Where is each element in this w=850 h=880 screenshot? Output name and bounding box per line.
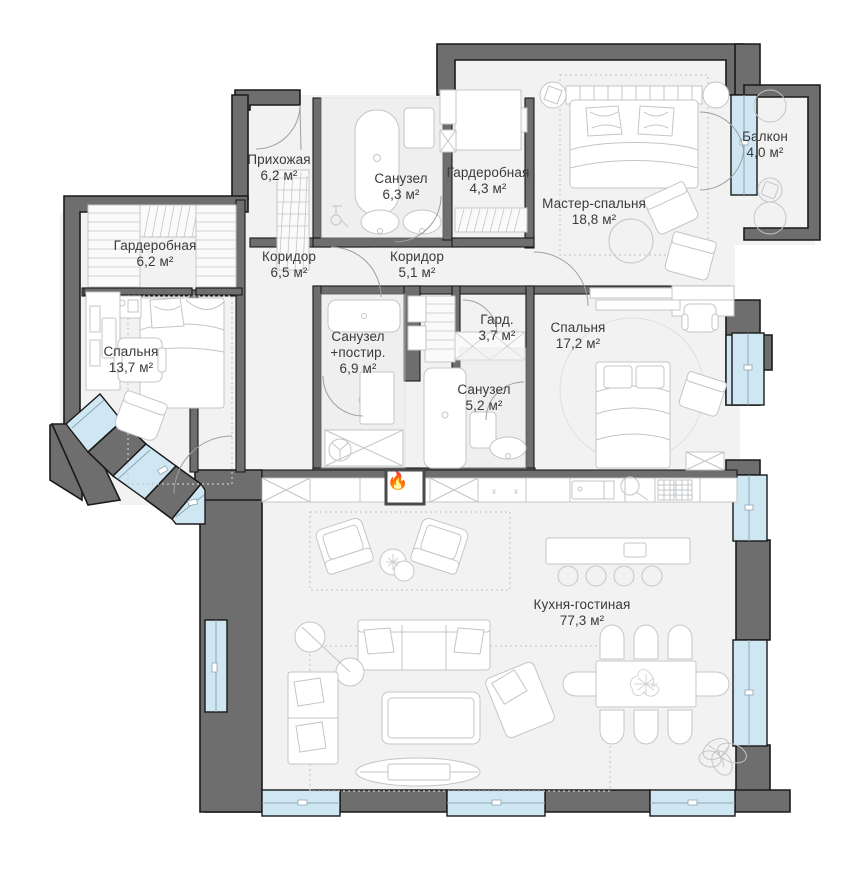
living-room-furniture xyxy=(287,511,691,792)
bedroom-right-furniture xyxy=(559,299,727,471)
bay-window-assembly xyxy=(65,392,206,525)
windows xyxy=(204,94,768,817)
dining-area xyxy=(562,624,747,776)
svg-text:x: x xyxy=(492,487,496,496)
fireplace-icon: 🔥 xyxy=(387,471,409,491)
kitchen-counter: x x xyxy=(261,468,738,506)
bedroom-left-furniture xyxy=(85,291,233,485)
doors xyxy=(173,104,745,495)
balcony-decor xyxy=(753,89,787,235)
svg-text:x: x xyxy=(514,487,518,496)
bathroom-fixtures xyxy=(320,97,527,469)
entry-closet-box xyxy=(439,89,522,153)
